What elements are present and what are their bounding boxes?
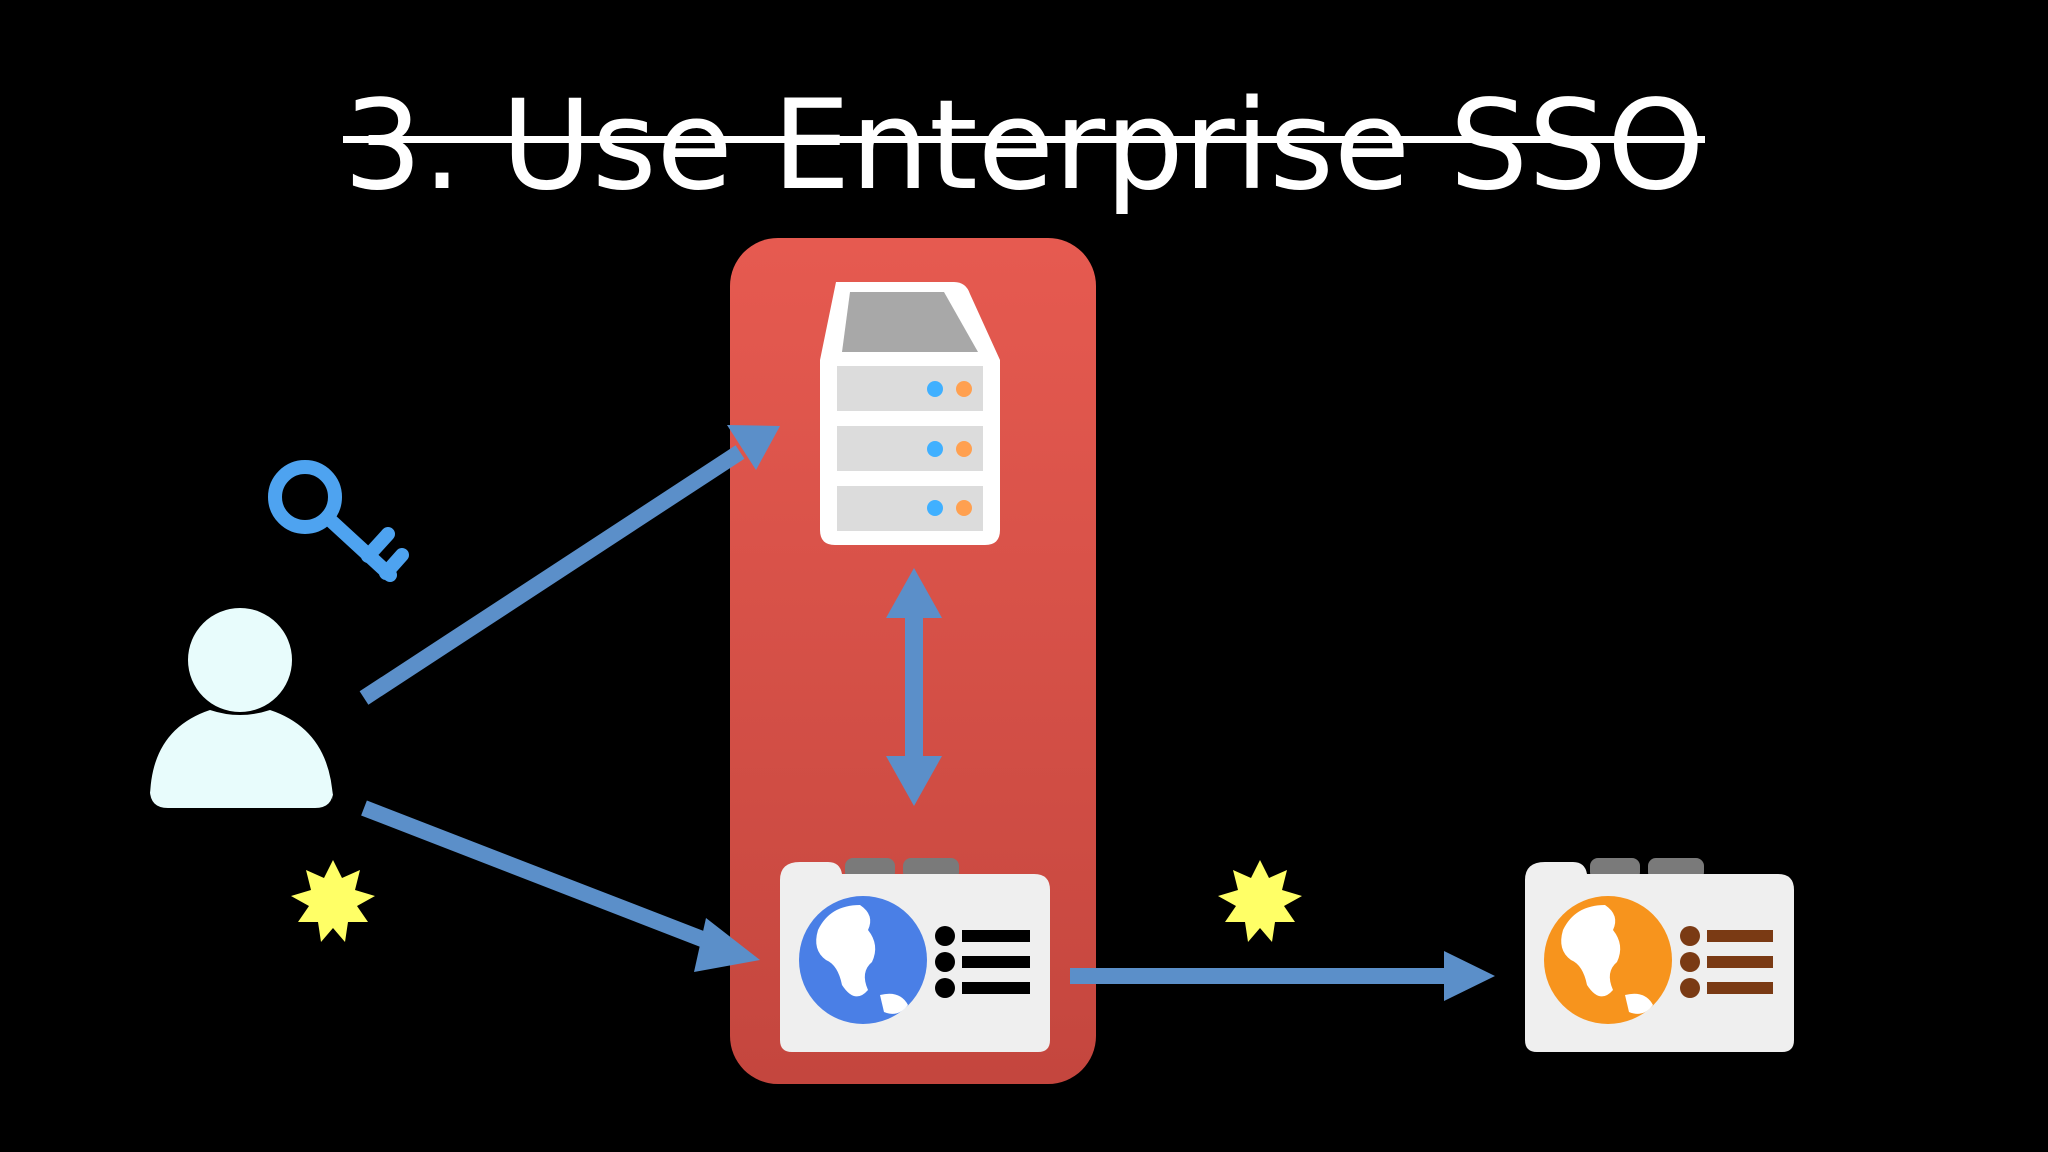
burst-icon — [1218, 860, 1302, 942]
key-icon — [268, 460, 409, 582]
third-party-app-card-icon — [1525, 858, 1794, 1052]
server-app-double-arrow — [886, 568, 942, 806]
app-to-third-party-arrow — [1070, 951, 1495, 1001]
user-to-app-arrow — [361, 800, 760, 972]
web-app-card-icon — [780, 858, 1050, 1052]
user-to-server-arrow — [359, 425, 780, 705]
server-icon — [820, 282, 1000, 545]
slide-title: 3. Use Enterprise SSO — [0, 78, 2048, 214]
key-hole — [285, 495, 305, 515]
strikethrough-line — [343, 136, 1705, 144]
user-icon — [150, 608, 333, 808]
burst-icon — [291, 860, 375, 942]
slide-title-text: 3. Use Enterprise SSO — [343, 74, 1705, 218]
